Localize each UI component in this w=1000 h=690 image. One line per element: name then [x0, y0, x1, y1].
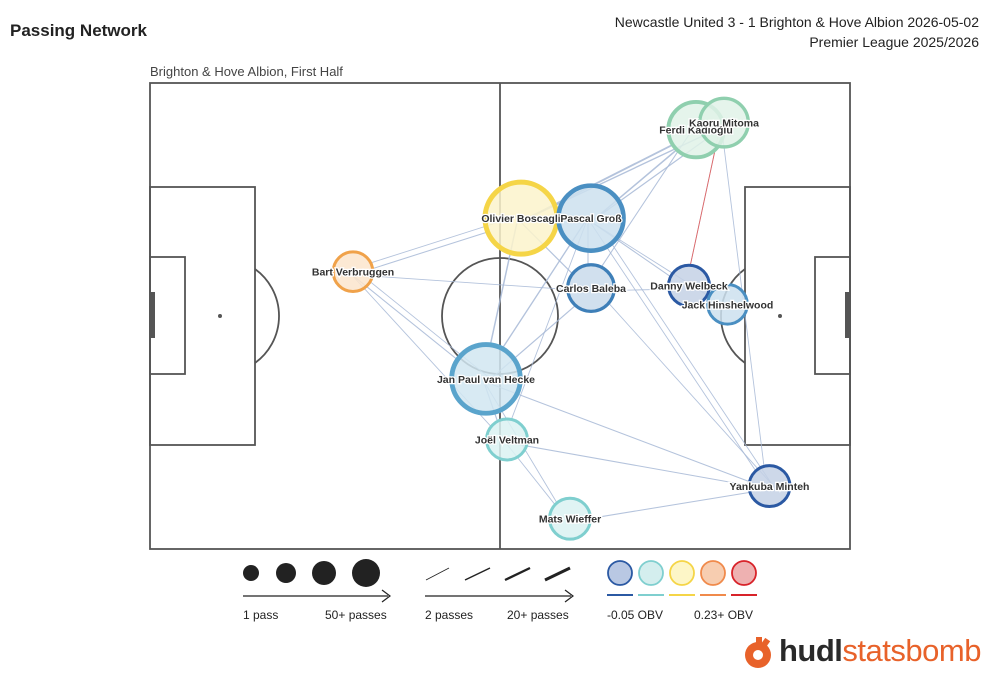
legend-obv-swatch-3 — [669, 560, 695, 586]
right-penalty-spot — [778, 314, 782, 318]
player-label-jan-paul-van-hecke: Jan Paul van Hecke — [437, 374, 535, 386]
player-node-bart-verbruggen — [331, 250, 375, 294]
legend-width-line-4 — [544, 566, 571, 582]
player-label-jack-hinshelwood: Jack Hinshelwood — [682, 299, 774, 311]
legend-size-dot-3 — [312, 561, 336, 585]
left-penalty-spot — [218, 314, 222, 318]
legend-size-arrowhead — [381, 589, 391, 603]
player-node-jack-hinshelwood — [706, 283, 749, 326]
right-penalty-box — [744, 186, 851, 446]
pass-lines — [350, 119, 773, 523]
pass-line-mats-wieffer-to-yankuba-minteh — [569, 491, 751, 523]
pass-line-bart-verbruggen-to-jan-paul-van-hecke — [350, 273, 458, 361]
logo-word-statsbomb: statsbomb — [842, 633, 981, 668]
player-nodes — [331, 96, 792, 541]
legend-obv: -0.05 OBV 0.23+ OBV — [607, 560, 757, 622]
player-node-yankuba-minteh — [747, 464, 792, 509]
legend-width-line-1 — [425, 567, 450, 581]
legend-size: 1 pass 50+ passes — [243, 559, 391, 622]
player-label-kaoru-mitoma: Kaoru Mitoma — [689, 118, 759, 130]
player-label-carlos-baleba: Carlos Baleba — [556, 283, 626, 295]
legend-width-arrowhead — [564, 589, 574, 603]
pass-line-yankuba-minteh-to-pascal-gro — [611, 243, 773, 485]
legend-width-line-3 — [504, 566, 531, 582]
legend-size-dot-1 — [243, 565, 259, 581]
player-label-yankuba-minteh: Yankuba Minteh — [730, 481, 810, 493]
player-node-carlos-baleba — [566, 263, 616, 313]
logo-icon — [745, 637, 771, 668]
player-label-ferdi-kad-oglu: Ferdi Kadıoğlu — [659, 125, 733, 137]
competition-line: Premier League 2025/2026 — [809, 34, 979, 50]
legend-width-min-label: 2 passes — [425, 608, 473, 622]
legend-size-dot-4 — [352, 559, 380, 587]
player-node-danny-welbeck — [667, 263, 711, 308]
legend-obv-swatch-4 — [700, 560, 726, 586]
player-node-pascal-gro — [556, 183, 626, 253]
legend-size-min-label: 1 pass — [243, 608, 278, 622]
player-node-kaoru-mitoma — [698, 96, 750, 149]
chart-subtitle: Brighton & Hove Albion, First Half — [150, 64, 343, 79]
legend-width-line-2 — [464, 567, 491, 581]
match-info: Newcastle United 3 - 1 Brighton & Hove A… — [615, 12, 979, 52]
player-label-joel-veltman: Joël Veltman — [475, 434, 539, 446]
legend-obv-swatch-1 — [607, 560, 633, 586]
legend-obv-min-label: -0.05 OBV — [607, 608, 663, 622]
legend-obv-max-label: 0.23+ OBV — [694, 608, 753, 622]
player-label-mats-wieffer: Mats Wieffer — [539, 514, 601, 526]
pass-line-joel-veltman-to-yankuba-minteh — [505, 441, 750, 486]
left-six-yard-box — [149, 256, 186, 375]
left-penalty-box — [149, 186, 256, 446]
left-penalty-arc — [254, 268, 280, 364]
match-line: Newcastle United 3 - 1 Brighton & Hove A… — [614, 14, 979, 30]
legend: 1 pass 50+ passes 2 passes 20+ passes -0… — [243, 559, 757, 622]
legend-obv-swatch-5 — [731, 560, 757, 586]
pass-line-pascal-gro-to-joel-veltman — [511, 216, 589, 420]
logo-wordmark: hudlstatsbomb — [779, 633, 981, 669]
page-title: Passing Network — [10, 21, 147, 40]
pass-line-bart-verbruggen-to-carlos-baleba — [352, 274, 569, 290]
pass-line-bart-verbruggen-to-olivier-boscagli — [353, 231, 489, 276]
pass-line-pascal-gro-to-yankuba-minteh — [588, 219, 757, 472]
player-label-danny-welbeck: Danny Welbeck — [650, 281, 728, 293]
player-label-olivier-boscagli: Olivier Boscagli — [481, 213, 560, 225]
right-six-yard-box — [814, 256, 851, 375]
hudl-statsbomb-logo: hudlstatsbomb — [741, 633, 991, 673]
legend-size-max-label: 50+ passes — [325, 608, 387, 622]
legend-obv-swatch-2 — [638, 560, 664, 586]
right-goal — [845, 292, 850, 338]
logo-word-hudl: hudl — [779, 633, 843, 668]
player-label-bart-verbruggen: Bart Verbruggen — [312, 267, 394, 279]
player-node-joel-veltman — [485, 417, 529, 462]
player-node-jan-paul-van-hecke — [449, 342, 523, 416]
player-label-pascal-gro: Pascal Groß — [560, 213, 622, 225]
pass-line-jan-paul-van-hecke-to-yankuba-minteh — [484, 381, 750, 483]
legend-size-dot-2 — [276, 563, 296, 583]
pass-line-yankuba-minteh-to-carlos-baleba — [608, 302, 773, 485]
legend-width: 2 passes 20+ passes — [425, 566, 574, 622]
legend-width-max-label: 20+ passes — [507, 608, 569, 622]
left-goal — [150, 292, 155, 338]
player-node-mats-wieffer — [548, 496, 592, 541]
